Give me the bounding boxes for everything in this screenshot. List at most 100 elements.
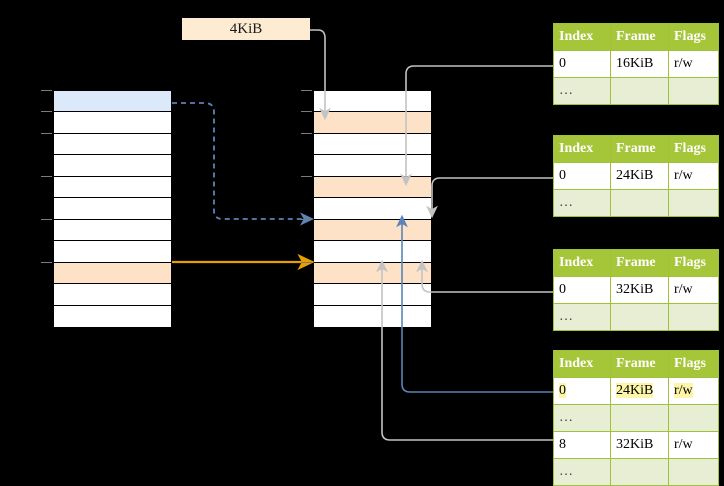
column-header-flags: Flags [668, 135, 719, 163]
scale-tick [301, 175, 312, 177]
cell-frame [610, 404, 669, 432]
column-header-index: Index [553, 135, 611, 163]
physical-cell-row-8 [314, 262, 431, 285]
cell-index: 0 [553, 276, 611, 304]
cell-flags [668, 458, 719, 486]
column-header-frame: Frame [610, 23, 669, 51]
virtual-cell-row-4 [54, 176, 171, 199]
table-row: … [553, 303, 719, 331]
physical-cell-row-2 [314, 133, 431, 156]
virtual-address-column [53, 90, 172, 328]
physical-cell-row-7 [314, 241, 431, 263]
cell-flags [668, 189, 719, 217]
physical-cell-row-0 [314, 91, 431, 113]
column-header-frame: Frame [610, 350, 669, 378]
cell-flags [668, 404, 719, 432]
highlighted-value: 24KiB [616, 383, 654, 398]
cell-flags: r/w [668, 431, 719, 459]
column-header-index: Index [553, 249, 611, 277]
physical-cell-row-1 [314, 112, 431, 134]
scale-tick [301, 90, 312, 91]
physical-cell-row-4 [314, 176, 431, 199]
cell-frame [610, 77, 669, 105]
cell-frame [610, 189, 669, 217]
scale-tick [301, 111, 312, 113]
physical-cell-row-9 [314, 284, 431, 306]
scale-tick [41, 90, 52, 91]
cell-index: … [553, 404, 611, 432]
scale-tick [41, 175, 52, 177]
cell-flags [668, 303, 719, 331]
cell-index: … [553, 77, 611, 105]
cell-flags: r/w [668, 276, 719, 304]
table-row: … [553, 404, 719, 432]
column-header-frame: Frame [610, 249, 669, 277]
cell-flags: r/w [668, 377, 719, 405]
virtual-cell-row-9 [54, 284, 171, 306]
cell-index: … [553, 303, 611, 331]
cell-frame: 32KiB [610, 431, 669, 459]
column-header-flags: Flags [668, 23, 719, 51]
scale-tick [41, 218, 52, 220]
scale-tick [41, 111, 52, 113]
cell-frame: 24KiB [610, 377, 669, 405]
physical-cell-row-6 [314, 219, 431, 242]
virtual-cell-row-10 [54, 305, 171, 327]
cell-frame: 32KiB [610, 276, 669, 304]
cell-frame [610, 458, 669, 486]
column-header-frame: Frame [610, 135, 669, 163]
virtual-cell-row-0 [54, 91, 171, 113]
virtual-cell-row-7 [54, 241, 171, 263]
physical-cell-row-5 [314, 198, 431, 220]
column-header-flags: Flags [668, 249, 719, 277]
cell-flags [668, 77, 719, 105]
cell-index: … [553, 189, 611, 217]
cell-flags: r/w [668, 162, 719, 190]
column-header-flags: Flags [668, 350, 719, 378]
scale-tick [301, 218, 312, 220]
table-row: 0 24KiB r/w [553, 377, 719, 405]
virtual-cell-row-1 [54, 112, 171, 134]
physical-memory-column [313, 90, 432, 328]
column-header-index: Index [553, 350, 611, 378]
virtual-cell-row-6 [54, 219, 171, 242]
virtual-cell-row-2 [54, 133, 171, 156]
cell-index: … [553, 458, 611, 486]
page-size-label: 4KiB [182, 18, 310, 40]
virtual-cell-row-5 [54, 198, 171, 220]
cell-flags: r/w [668, 50, 719, 78]
cell-index: 0 [553, 377, 611, 405]
virtual-cell-row-8 [54, 262, 171, 285]
highlighted-value: r/w [674, 383, 693, 398]
physical-cell-row-10 [314, 305, 431, 327]
cell-frame: 24KiB [610, 162, 669, 190]
cell-index: 0 [553, 162, 611, 190]
highlighted-value: 0 [559, 383, 566, 398]
physical-cell-row-3 [314, 155, 431, 177]
scale-tick [301, 132, 312, 134]
table-row: … [553, 189, 719, 217]
table-row: … [553, 77, 719, 105]
cell-frame [610, 303, 669, 331]
table-row: … [553, 458, 719, 486]
cell-frame: 16KiB [610, 50, 669, 78]
scale-tick [41, 132, 52, 134]
virtual-cell-row-3 [54, 155, 171, 177]
scale-tick [301, 261, 312, 263]
column-header-index: Index [553, 23, 611, 51]
scale-tick [41, 261, 52, 263]
cell-index: 8 [553, 431, 611, 459]
cell-index: 0 [553, 50, 611, 78]
